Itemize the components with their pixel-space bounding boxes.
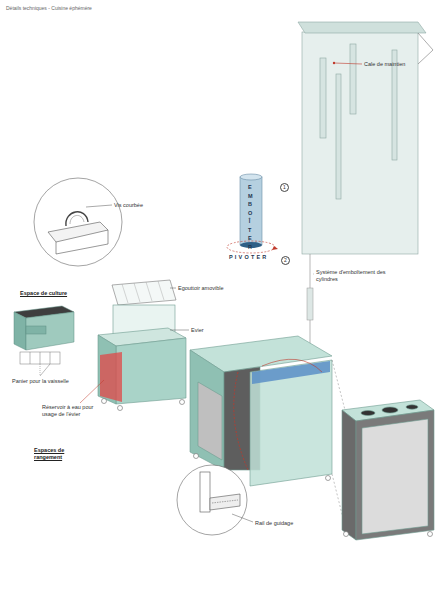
part-label: Egouttoir amovible xyxy=(178,285,224,292)
callout-number: 2 xyxy=(281,256,290,265)
part-label: Panier pour la vaisselle xyxy=(12,378,69,385)
part-label: PIVOTER xyxy=(229,254,269,261)
detail-circle xyxy=(34,178,122,266)
part-label: Réservoir à eau pour usage de l'évier xyxy=(42,404,104,418)
part-label: Evier xyxy=(191,327,204,334)
callout-text: 2 xyxy=(284,258,287,263)
page-title: Détails techniques - Cuisine éphémère xyxy=(6,5,92,11)
callout-text: 1 xyxy=(283,185,286,190)
detail-circle xyxy=(177,465,253,535)
pole-sleeve xyxy=(307,288,313,320)
cooktop-cabinet xyxy=(342,400,434,540)
part-label: Vis courbée xyxy=(114,202,143,209)
leader-dot xyxy=(333,62,335,64)
part-label: Système d'emboîtement des cylindres xyxy=(316,269,388,283)
wall-panel xyxy=(298,22,433,254)
callout-number: 1 xyxy=(280,183,289,192)
sink-cart xyxy=(98,280,186,411)
cylinder xyxy=(227,174,278,253)
leader-line xyxy=(334,63,362,64)
part-label: Rail de guidage xyxy=(255,520,293,527)
planter xyxy=(14,306,74,375)
part-label: EMBOÎTER xyxy=(248,183,251,251)
part-label: Espace de culture xyxy=(20,290,67,297)
table-module xyxy=(190,336,332,486)
part-label: Espaces de rangement xyxy=(34,447,74,461)
part-label: Cale de maintien xyxy=(364,61,405,68)
